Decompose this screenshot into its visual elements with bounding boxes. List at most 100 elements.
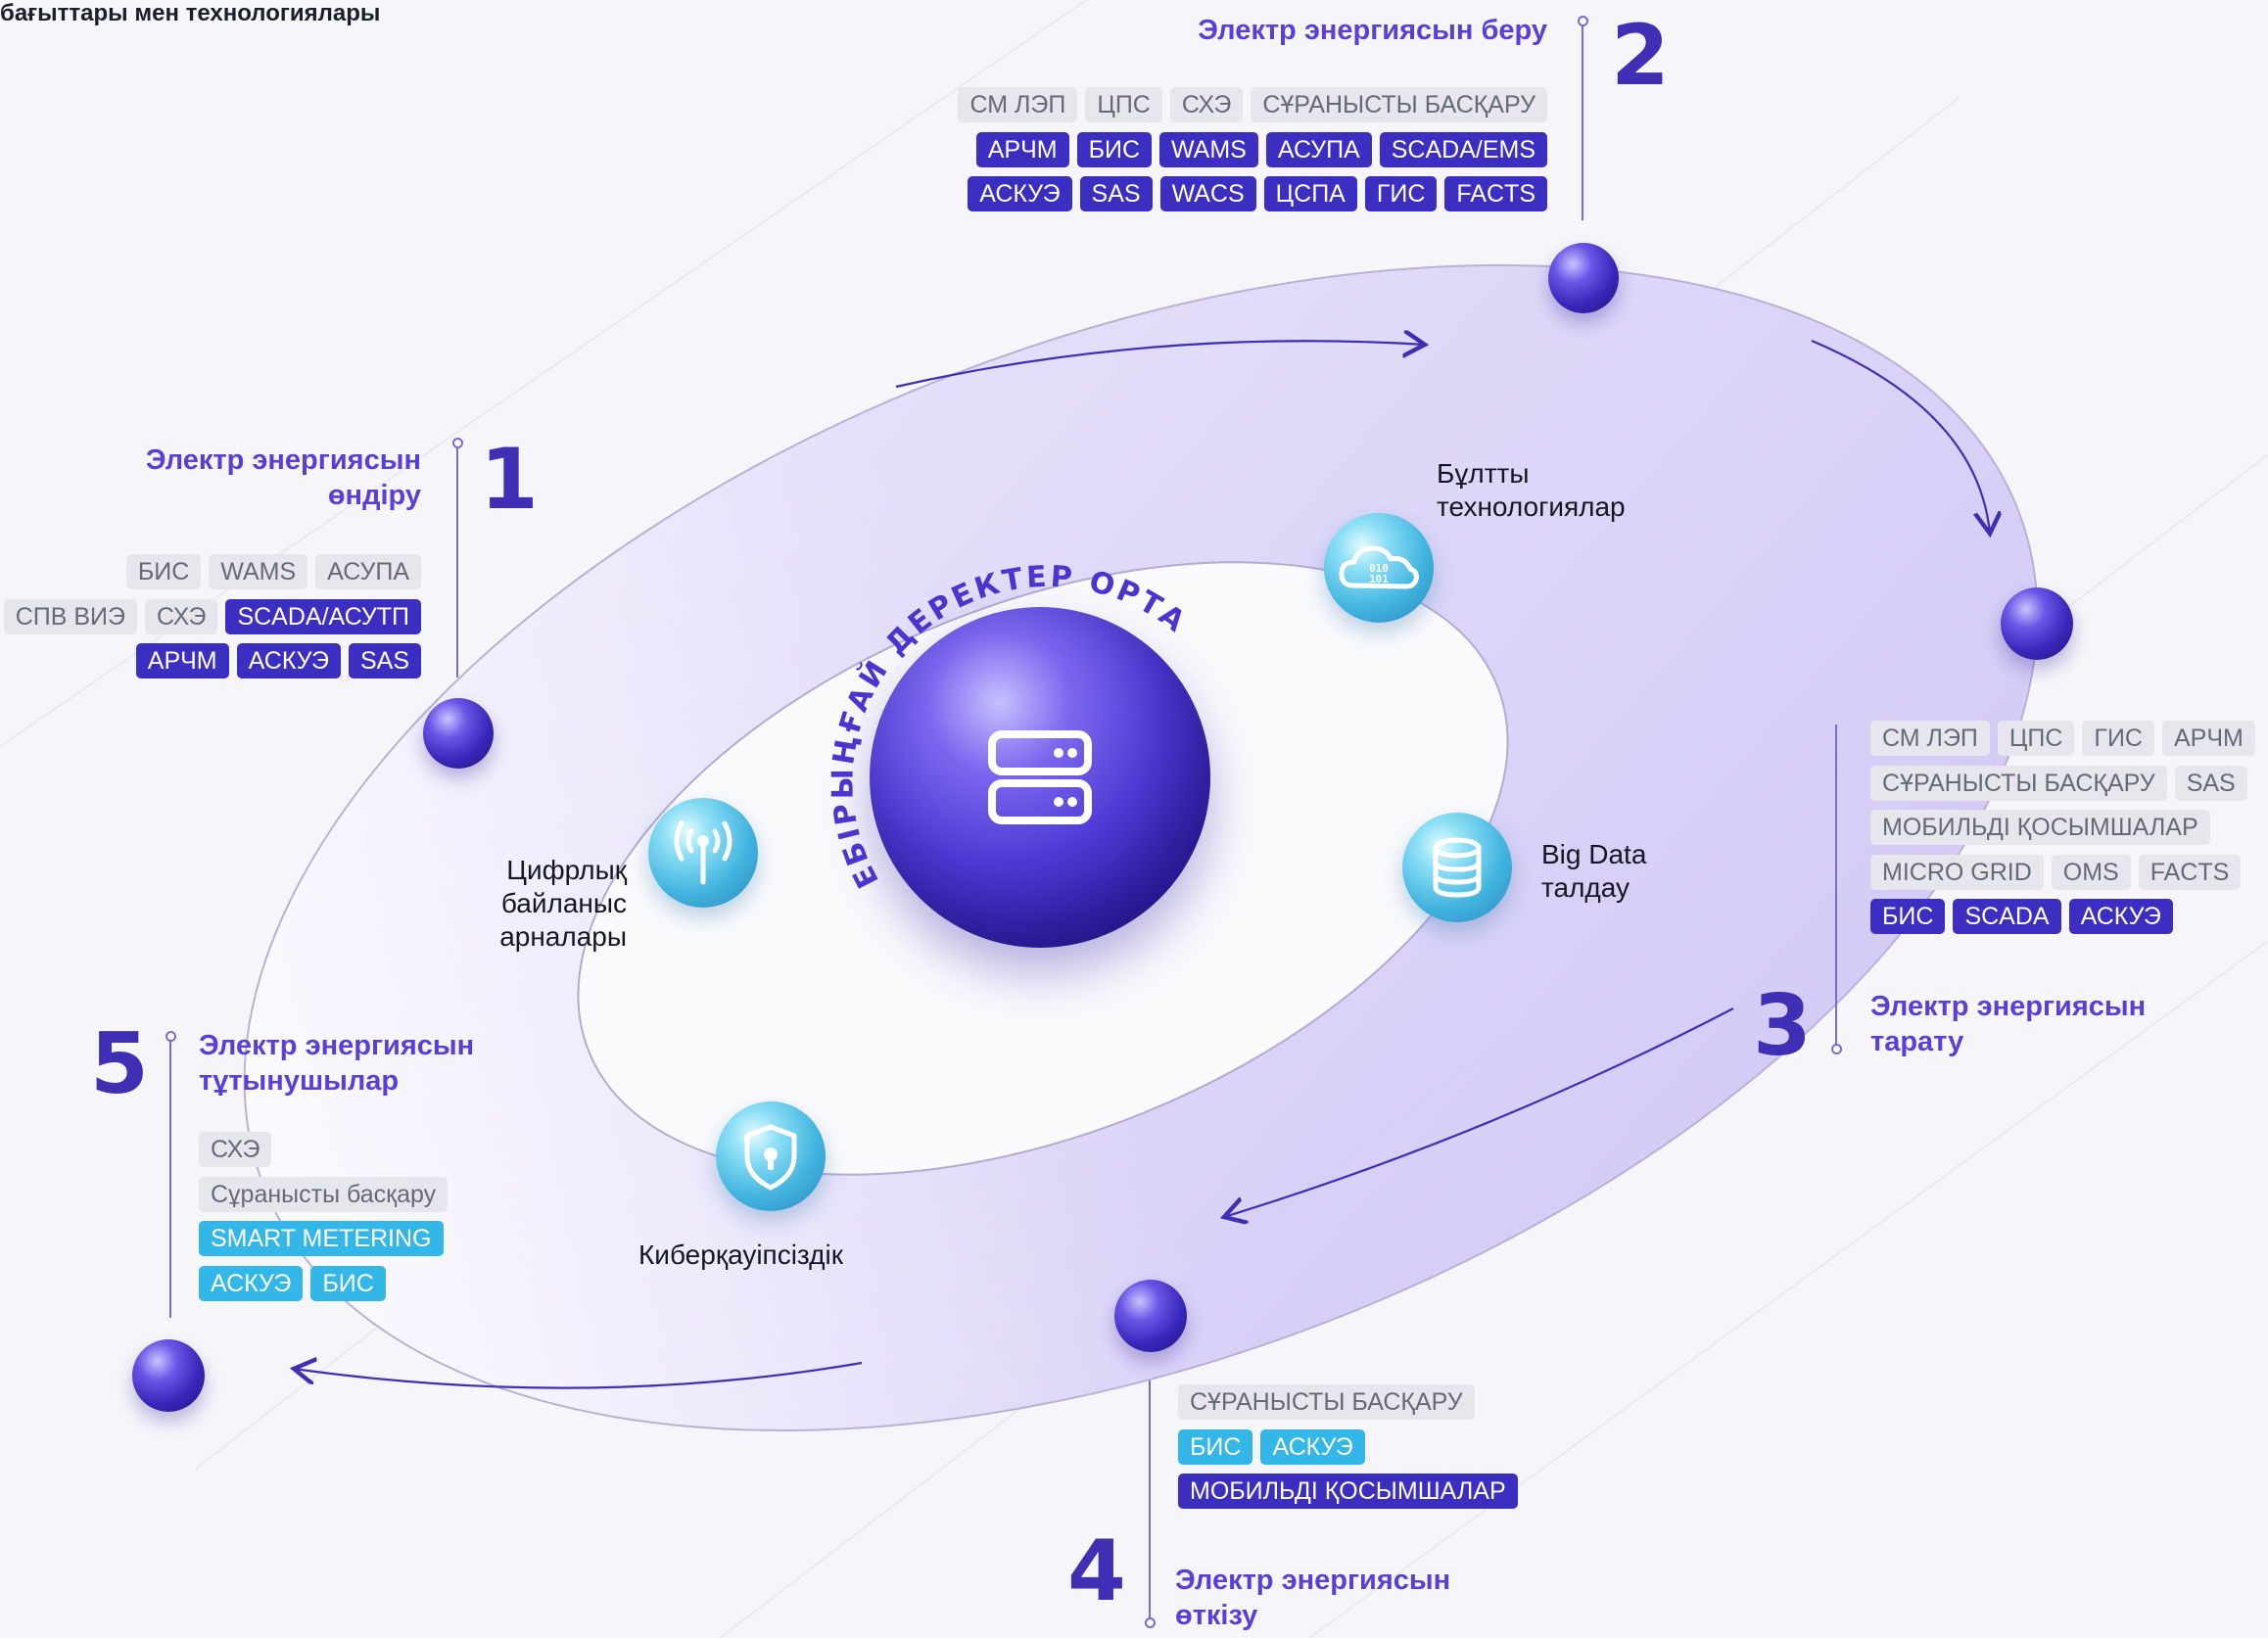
tech-cybersecurity-label: Киберқауіпсіздік [638, 1239, 843, 1272]
connector-dot [1831, 1044, 1842, 1054]
orbit-node-2 [1548, 243, 1619, 313]
stage-2-connector [1582, 20, 1583, 220]
orbit-arrow-right [1811, 339, 1990, 534]
stage-3-title: Электр энергиясын тарату [1870, 989, 2243, 1059]
tech-tag: SMART METERING [199, 1221, 444, 1256]
tech-tag: WAMS [1159, 131, 1258, 167]
tech-tag: БИС [1076, 131, 1153, 167]
tech-tag: АСУПА [315, 554, 421, 589]
tech-tag: АРЧМ [975, 131, 1069, 167]
tech-cybersecurity [716, 1101, 826, 1211]
tech-tag: АСКУЭ [236, 643, 341, 679]
tech-tag: SAS [2174, 765, 2247, 801]
tech-cloud: 010 101 [1324, 513, 1434, 623]
tech-tag: SAS [348, 643, 421, 679]
tech-tag: БИС [125, 554, 202, 589]
tech-tag: АСКУЭ [968, 176, 1072, 211]
tech-tag: СХЭ [199, 1132, 272, 1167]
orbit-arrow-left [294, 1363, 863, 1389]
tech-tag: СҰРАНЫСТЫ БАСҚАРУ [1178, 1384, 1475, 1420]
stage-2-title: Электр энергиясын беру [979, 13, 1547, 48]
stage-1-title: Электр энергиясын өндіру [108, 443, 421, 513]
stage-2-number: 2 [1611, 7, 1670, 105]
tech-tag: ГИС [2082, 721, 2154, 756]
stage-4-title: Электр энергиясын өткізу [1175, 1563, 1528, 1633]
page-title: бағыттары мен технологиялары [0, 0, 381, 26]
tech-label-line: Бұлтты [1437, 458, 1530, 489]
data-center-sphere [870, 607, 1210, 948]
database-icon [1433, 837, 1482, 898]
tech-tag: МОБИЛЬДІ ҚОСЫМШАЛАР [1178, 1474, 1518, 1509]
tech-tag: МОБИЛЬДІ ҚОСЫМШАЛАР [1870, 810, 2210, 845]
tech-bigdata [1402, 813, 1512, 922]
tech-tag: SCADA/АСУТП [225, 598, 421, 634]
orbit-node-3 [2001, 587, 2073, 660]
tag-row: СҰРАНЫСТЫ БАСҚАРУ [1178, 1384, 1475, 1420]
stage-4-title-line: Электр энергиясын [1175, 1565, 1451, 1596]
tag-row: МОБИЛЬДІ ҚОСЫМШАЛАР [1178, 1474, 1518, 1509]
stage-5-title: Электр энергиясын тұтынушылар [199, 1028, 551, 1099]
tech-label-line: технологиялар [1437, 491, 1626, 522]
orbit-node-5 [132, 1339, 205, 1412]
tech-tag: WAMS [209, 554, 308, 589]
svg-text:010: 010 [1369, 562, 1389, 575]
orbit-node-1 [423, 698, 494, 769]
stage-4-number: 4 [1067, 1522, 1126, 1620]
connector-dot [452, 438, 463, 448]
tech-tag: БИС [1178, 1428, 1253, 1465]
tech-bigdata-label: Big Data талдау [1541, 838, 1646, 905]
stage-5-number: 5 [90, 1015, 149, 1113]
svg-text:ЕБІРЫҢҒАЙ ДЕРЕКТЕР ОРТАЛЫҒЫ: ЕБІРЫҢҒАЙ ДЕРЕКТЕР ОРТАЛЫҒЫ [783, 529, 1194, 893]
stage-5-title-line: тұтынушылар [199, 1065, 400, 1097]
stage-1-title-line: өндіру [327, 480, 421, 511]
stage-4-title-line: өткізу [1175, 1600, 1258, 1631]
stage-5-title-line: Электр энергиясын [199, 1030, 475, 1061]
stage-3-number: 3 [1753, 977, 1812, 1075]
tech-tag: СМ ЛЭП [958, 87, 1078, 122]
tech-tag: СХЭ [144, 598, 218, 634]
tech-label-line: байланыс [500, 888, 627, 918]
tech-tag: СҰРАНЫСТЫ БАСҚАРУ [1870, 765, 2167, 801]
cloud-data-icon: 010 101 [1339, 545, 1419, 589]
connector-dot [1578, 16, 1588, 26]
tech-tag: АСКУЭ [2068, 899, 2173, 934]
connector-dot [165, 1031, 176, 1042]
orbit-arrow-bottom [1224, 1007, 1734, 1217]
tech-tag: АСКУЭ [199, 1265, 304, 1301]
connector-dot [1145, 1617, 1156, 1628]
shield-lock-icon [744, 1124, 797, 1191]
tech-tag: АРЧМ [2161, 721, 2255, 756]
tech-tag: MICRO GRID [1870, 854, 2044, 890]
tech-tag: АРЧМ [135, 643, 229, 679]
data-center-title-text: ЕБІРЫҢҒАЙ ДЕРЕКТЕР ОРТАЛЫҒЫ [783, 529, 1191, 893]
tech-tag: БИС [1870, 899, 1946, 934]
tech-digital-channels [648, 798, 758, 908]
tag-row: SMART METERING [199, 1221, 444, 1256]
tech-tag: ЦПС [1997, 721, 2075, 756]
tech-label-line: талдау [1541, 872, 1630, 903]
tech-tag: SCADA/EMS [1379, 131, 1547, 167]
tech-label-line: Киберқауіпсіздік [638, 1240, 843, 1270]
tech-tag: OMS [2051, 854, 2131, 890]
tech-label-line: Big Data [1541, 839, 1647, 869]
orbit-node-4 [1114, 1280, 1187, 1352]
tech-tag: SAS [1079, 176, 1153, 211]
tech-label-line: арналары [499, 921, 627, 952]
tech-label-line: Цифрлық [506, 855, 627, 885]
tech-digital-channels-label: Цифрлық байланыс арналары [431, 854, 627, 954]
tech-tag: СПВ ВИЭ [3, 598, 137, 634]
tech-tag: АСУПА [1265, 131, 1372, 167]
tech-tag: WACS [1159, 176, 1256, 211]
tag-row: Сұранысты басқару [199, 1176, 449, 1212]
